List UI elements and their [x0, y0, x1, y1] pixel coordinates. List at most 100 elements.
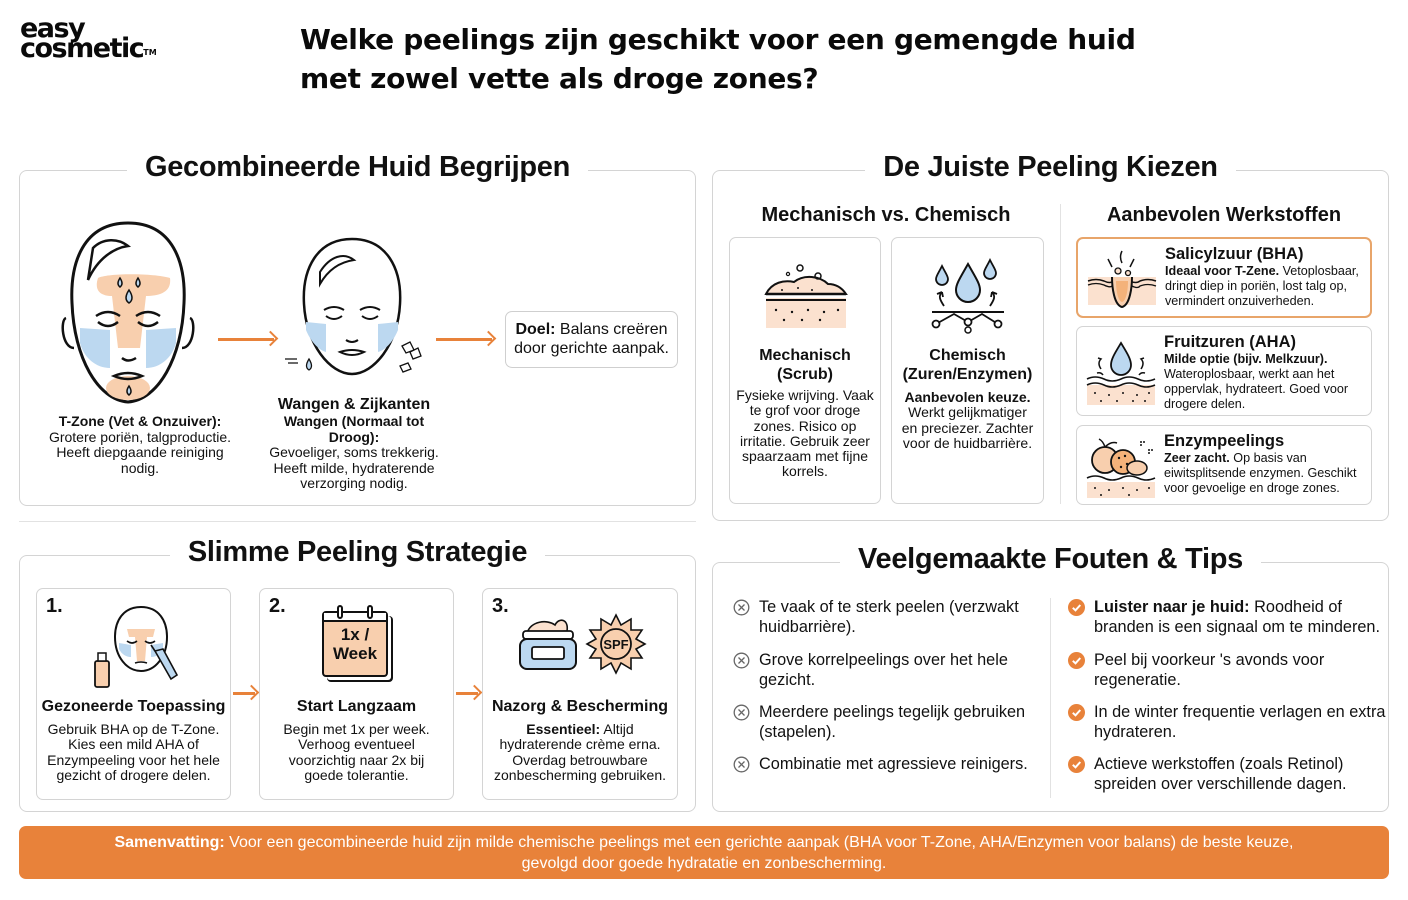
fruit-enzyme-icon — [1086, 438, 1156, 498]
section-title: De Juiste Peeling Kiezen — [865, 151, 1236, 183]
cream-jar-icon — [519, 619, 577, 670]
tip-text-bold: Luister naar je huid: — [1094, 598, 1250, 616]
face-cheeks-icon — [285, 237, 422, 376]
mistake-text: Combinatie met agressieve reinigers. — [759, 755, 1028, 773]
card-mechanical: Mechanisch (Scrub) Fysieke wrijving. Vaa… — [729, 237, 881, 504]
cheeks-caption: Wangen & Zijkanten Wangen (Normaal tot D… — [258, 395, 450, 492]
logo-line-1: easy — [20, 13, 86, 44]
cheeks-heading: Wangen & Zijkanten — [277, 396, 431, 413]
card-text-bold: Aanbevolen keuze. — [904, 389, 1031, 405]
mistake-text: Meerdere peelings tegelijk gebruiken (st… — [759, 703, 1026, 741]
check-circle-icon — [1068, 599, 1085, 616]
tip-text: Luister naar je huid: Roodheid of brande… — [1094, 597, 1386, 637]
step-number: 3. — [492, 595, 509, 617]
agent-desc: Milde optie (bijv. Melkzuur). Wateroplos… — [1164, 352, 1365, 412]
agent-card-bha: Salicylzuur (BHA) Ideaal voor T-Zene. Ve… — [1076, 237, 1372, 318]
agent-desc: Zeer zacht. Op basis van eiwitsplitsende… — [1164, 451, 1365, 496]
calendar-text: 1x /Week — [324, 622, 386, 663]
step-card-1: 1. Gezoneerde Toepassing Gebruik BHA op … — [36, 588, 231, 800]
arrow-right-icon — [218, 338, 274, 341]
card-text-body: Werkt gelijkmatiger en preciezer. Zachte… — [901, 404, 1034, 451]
step-number: 2. — [269, 595, 286, 617]
step-number: 1. — [46, 595, 63, 617]
agent-card-aha: Fruitzuren (AHA) Milde optie (bijv. Melk… — [1076, 326, 1372, 416]
step-title: Gezoneerde Toepassing — [41, 698, 226, 715]
pore-icon — [1087, 250, 1157, 309]
step-text: Essentieel: Altijd hydraterende crème er… — [489, 721, 671, 783]
water-drop-skin-icon — [1086, 341, 1156, 405]
check-circle-icon — [1068, 652, 1085, 669]
card-chemical: Chemisch (Zuren/Enzymen) Aanbevolen keuz… — [891, 237, 1044, 504]
arrow-right-icon — [456, 692, 478, 695]
mech-vs-chem-title: Mechanisch vs. Chemisch — [761, 204, 1011, 226]
x-circle-icon — [733, 599, 750, 616]
arrow-right-icon — [436, 338, 492, 341]
tip-text: Actieve werkstoffen (zoals Retinol) spre… — [1094, 755, 1347, 793]
face-tzone-icon — [61, 221, 195, 404]
step-text-body: Altijd hydraterende crème erna. Overdag … — [494, 721, 666, 783]
divider — [19, 521, 696, 522]
calendar-ring — [367, 605, 373, 619]
divider — [1060, 204, 1061, 504]
summary-banner: Samenvatting: Voor een gecombineerde hui… — [19, 826, 1389, 879]
cheeks-text: Gevoeliger, soms trekkerig. Heeft milde,… — [269, 444, 439, 491]
recommended-agents-title: Aanbevolen Werkstoffen — [1106, 204, 1342, 226]
step-card-2: 2. 1x /Week Start Langzaam Begin met 1x … — [259, 588, 454, 800]
mistake-item: Te vaak of te sterk peelen (verzwakt hui… — [733, 597, 1038, 637]
mistake-text: Te vaak of te sterk peelen (verzwakt hui… — [759, 598, 1019, 636]
section-title: Slimme Peeling Strategie — [169, 536, 546, 568]
tip-item: Luister naar je huid: Roodheid of brande… — [1068, 597, 1386, 637]
check-circle-icon — [1068, 704, 1085, 721]
agent-desc-bold: Milde optie (bijv. Melkzuur). — [1164, 352, 1328, 366]
scrub-icon — [764, 264, 848, 328]
mistake-text: Grove korrelpeelings over het hele gezic… — [759, 651, 1008, 689]
agent-title: Fruitzuren (AHA) — [1164, 333, 1296, 351]
spf-sun-icon: SPF — [585, 613, 647, 675]
tip-text: Peel bij voorkeur 's avonds voor regener… — [1094, 651, 1325, 689]
mistake-item: Meerdere peelings tegelijk gebruiken (st… — [733, 702, 1038, 742]
mistake-item: Combinatie met agressieve reinigers. — [733, 754, 1038, 774]
goal-text: Balans creëren door gerichte aanpak. — [514, 321, 669, 357]
card-text: Fysieke wrijving. Vaak te grof voor drog… — [736, 387, 874, 480]
calendar-ring — [337, 605, 343, 619]
step-title: Start Langzaam — [296, 698, 417, 715]
tip-item: Actieve werkstoffen (zoals Retinol) spre… — [1068, 754, 1386, 794]
cheeks-label: Wangen (Normaal tot Droog): — [283, 413, 425, 445]
agent-card-enzyme: Enzympeelings Zeer zacht. Op basis van e… — [1076, 425, 1372, 505]
logo-word: cosmetic — [20, 33, 145, 64]
section-title: Gecombineerde Huid Begrijpen — [126, 151, 589, 183]
x-circle-icon — [733, 652, 750, 669]
summary-text: Voor een gecombineerde huid zijn milde c… — [224, 834, 1294, 872]
summary-label: Samenvatting: — [114, 834, 225, 851]
step-text: Begin met 1x per week. Verhoog eventueel… — [283, 721, 430, 783]
arrow-right-icon — [233, 692, 255, 695]
agent-desc-bold: Zeer zacht. — [1164, 451, 1230, 465]
section-title: Veelgemaakte Fouten & Tips — [840, 543, 1261, 575]
chemical-drops-icon — [931, 258, 1004, 334]
page-title: Welke peelings zijn geschikt voor een ge… — [300, 23, 1136, 95]
tzone-label: T-Zone (Vet & Onzuiver): — [58, 413, 222, 429]
tzone-text: Grotere poriën, talgproductie. Heeft die… — [48, 428, 232, 476]
tip-item: In de winter frequentie verlagen en extr… — [1068, 702, 1386, 742]
divider — [1050, 598, 1051, 798]
goal-label: Doel: — [515, 321, 556, 338]
step-text-bold: Essentieel: — [526, 721, 601, 737]
trademark: TM — [143, 48, 157, 57]
brand-logo: easy cosmeticTM — [20, 13, 157, 62]
agent-title: Enzympeelings — [1164, 432, 1285, 450]
card-title: Chemisch (Zuren/Enzymen) — [902, 347, 1033, 383]
x-circle-icon — [733, 756, 750, 773]
check-circle-icon — [1068, 756, 1085, 773]
agent-desc: Ideaal voor T-Zene. Vetoplosbaar, dringt… — [1165, 264, 1364, 309]
mistake-item: Grove korrelpeelings over het hele gezic… — [733, 650, 1038, 690]
calendar-line-2: Week — [332, 644, 378, 663]
card-title: Mechanisch (Scrub) — [759, 347, 851, 383]
agent-title: Salicylzuur (BHA) — [1165, 245, 1304, 263]
step-text: Gebruik BHA op de T-Zone. Kies een mild … — [47, 721, 220, 783]
x-circle-icon — [733, 704, 750, 721]
tip-text-body: Roodheid of branden is een signaal om te… — [1094, 598, 1381, 636]
logo-line-2: cosmeticTM — [20, 35, 157, 62]
spf-label: SPF — [603, 637, 628, 652]
calendar-icon: 1x /Week — [322, 611, 388, 677]
agent-desc-bold: Ideaal voor T-Zene. — [1165, 264, 1280, 278]
